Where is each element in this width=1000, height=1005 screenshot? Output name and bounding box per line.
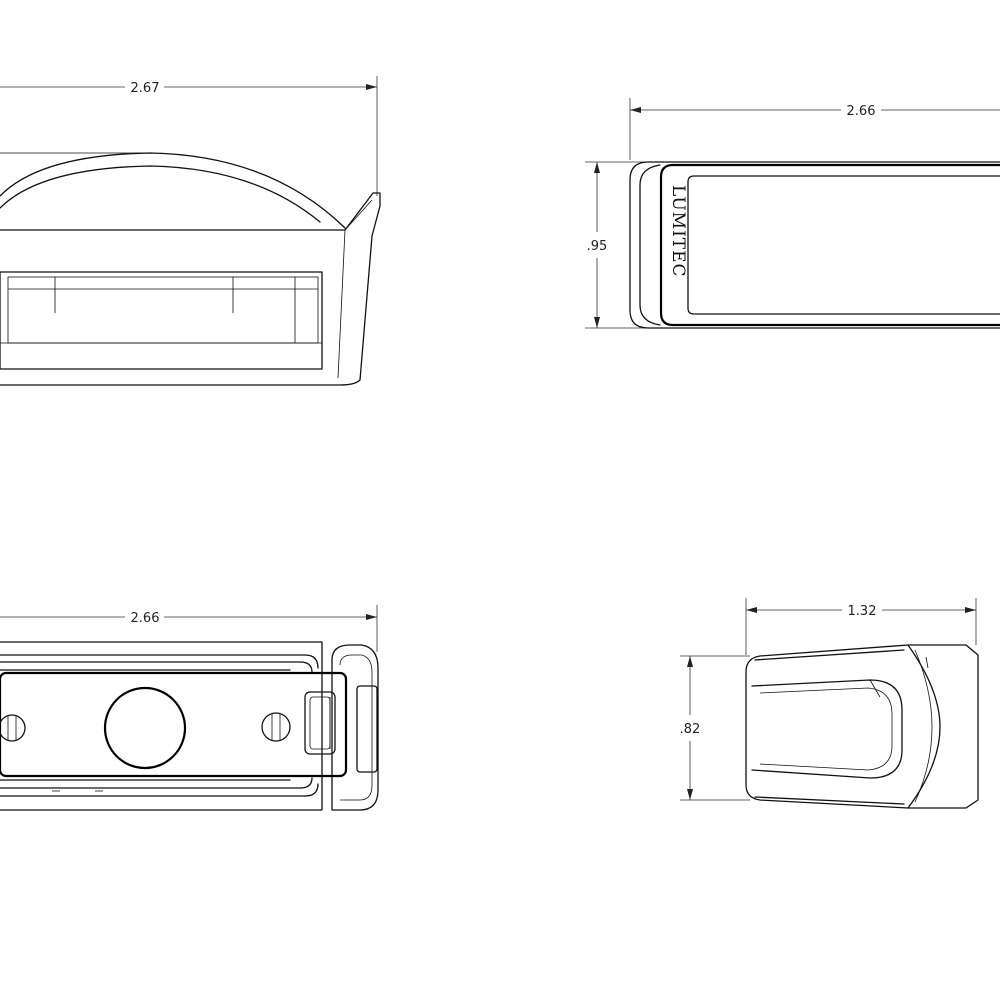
side-view: 1.32 .82 xyxy=(680,598,979,809)
bottom-width-dimension: 2.66 xyxy=(0,605,378,652)
front-dome-inner xyxy=(0,165,321,223)
top-body-outline xyxy=(629,161,1000,329)
side-width-label: 1.32 xyxy=(848,604,877,619)
bottom-view: 2.66 xyxy=(0,605,379,811)
bottom-width-label: 2.66 xyxy=(131,611,160,626)
front-width-dimension: 2.67 xyxy=(0,76,378,196)
top-width-label: 2.66 xyxy=(847,104,876,119)
front-lens-window xyxy=(0,271,323,370)
bottom-end-cap xyxy=(331,644,379,811)
top-height-dimension: .95 xyxy=(585,161,660,329)
side-height-dimension: .82 xyxy=(680,655,750,801)
side-width-dimension: 1.32 xyxy=(745,598,977,655)
top-width-dimension: 2.66 xyxy=(629,98,1000,160)
side-recess xyxy=(751,679,903,779)
top-lens-outline xyxy=(659,163,1000,327)
brand-embossing: LUMITEC xyxy=(668,185,688,278)
front-width-label: 2.67 xyxy=(131,81,160,96)
front-body-outline xyxy=(0,192,381,386)
top-height-label: .95 xyxy=(587,239,608,254)
center-stud xyxy=(103,686,187,770)
side-lens-curve xyxy=(907,644,941,809)
top-view: 2.66 .95 LUMITEC xyxy=(585,98,1000,329)
side-height-label: .82 xyxy=(680,722,701,737)
mounting-plate xyxy=(0,671,348,778)
screw-hole-right xyxy=(261,712,291,742)
side-body-outline xyxy=(745,644,979,809)
front-view: 2.67 xyxy=(0,76,381,386)
mounting-clip xyxy=(304,691,336,755)
bottom-housing xyxy=(0,641,323,811)
front-dome-outline xyxy=(0,152,346,229)
screw-hole-left xyxy=(0,714,26,742)
